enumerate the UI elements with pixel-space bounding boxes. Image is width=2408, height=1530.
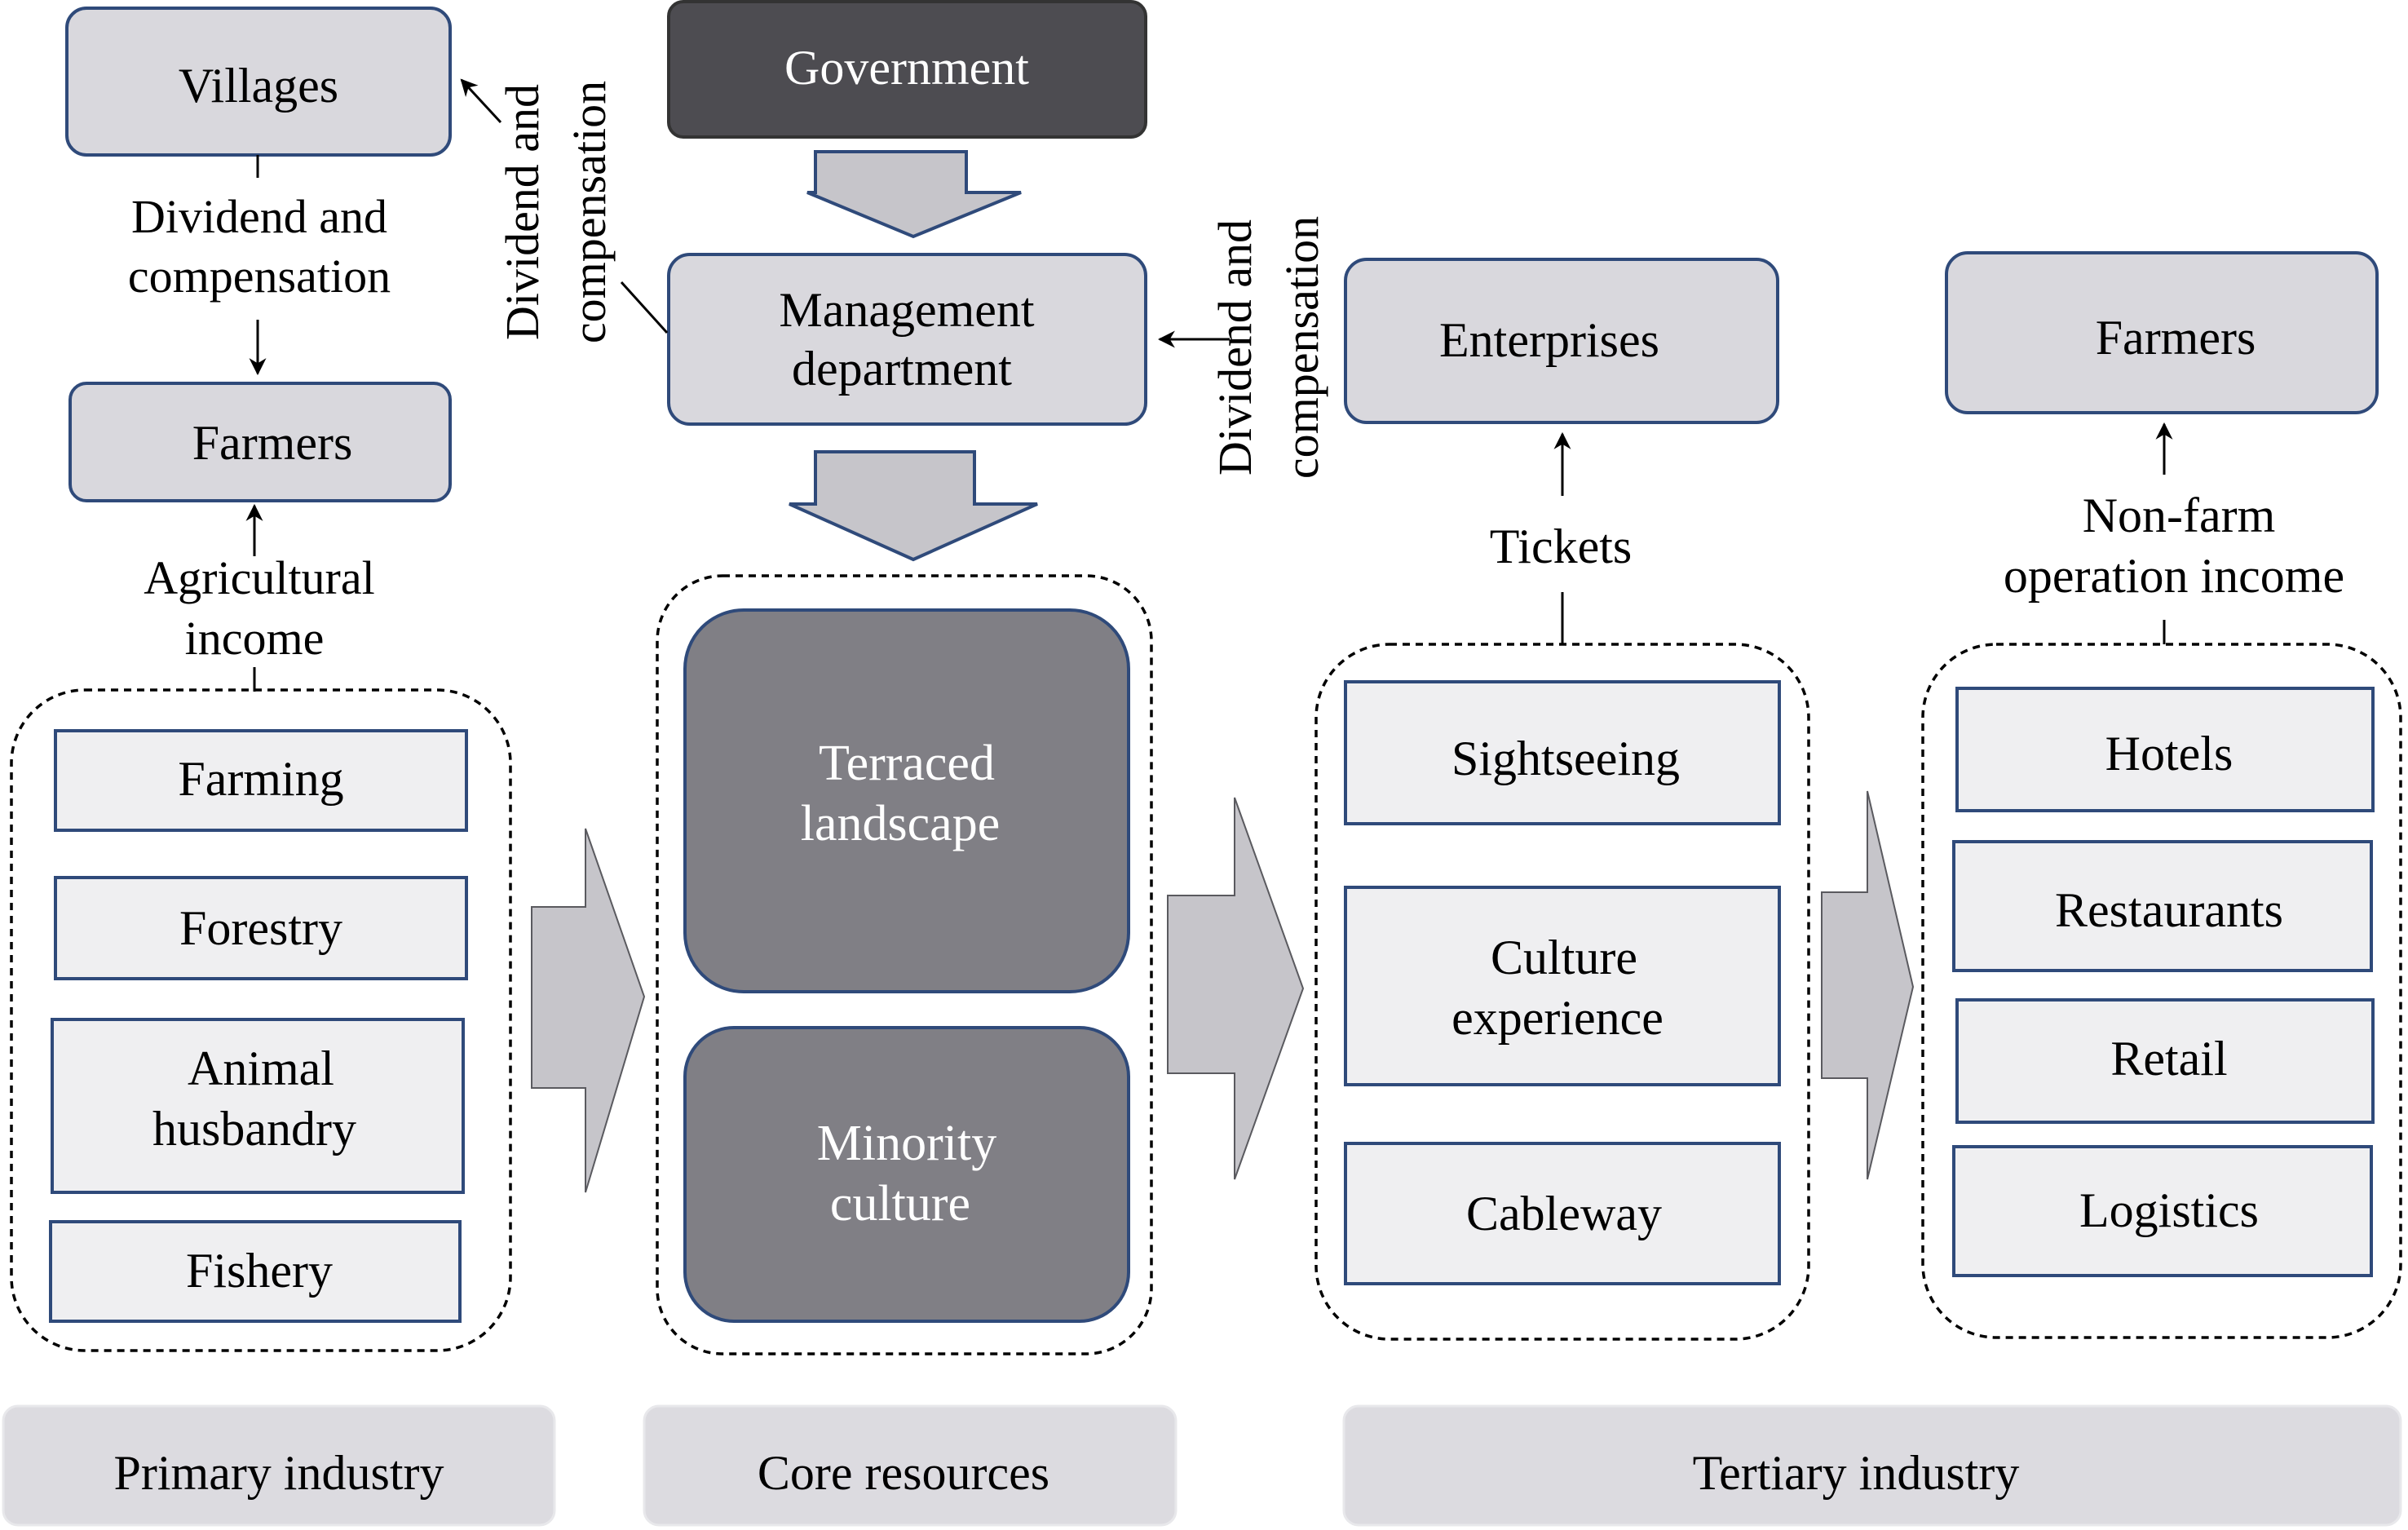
core-to-tertiary-arrow xyxy=(1167,797,1305,1180)
retail-box: Retail xyxy=(1955,998,2375,1124)
restaurants-box: Restaurants xyxy=(1952,840,2373,972)
minority-culture-box: Minority culture xyxy=(683,1026,1130,1323)
farmers-right-label: Farmers xyxy=(2096,311,2256,365)
arrow-to-villages xyxy=(460,78,502,124)
nonfarm-line1: Non-farm xyxy=(2083,489,2276,542)
culture-label-line2: experience xyxy=(1451,991,1664,1045)
enterprises-label: Enterprises xyxy=(1439,313,1659,367)
government-label: Government xyxy=(784,41,1029,95)
farmers-left-box: Farmers xyxy=(68,382,452,502)
sightseeing-box: Sightseeing xyxy=(1344,680,1781,825)
minority-label-line2: culture xyxy=(830,1176,970,1232)
terraced-label-line1: Terraced xyxy=(819,736,995,791)
tickets-label: Tickets xyxy=(1490,520,1633,573)
forestry-label: Forestry xyxy=(179,901,342,955)
farmers-left-label: Farmers xyxy=(192,416,353,470)
management-department-box: Management department xyxy=(667,253,1147,426)
dividend-left-line1: Dividend and xyxy=(131,190,387,243)
logistics-label: Logistics xyxy=(2079,1183,2259,1237)
dividend-rot-right-line2: compensation xyxy=(1275,216,1328,479)
management-label-line1: Management xyxy=(779,283,1035,337)
primary-group xyxy=(10,688,512,1352)
culture-label-line1: Culture xyxy=(1491,931,1637,984)
cableway-box: Cableway xyxy=(1344,1142,1781,1285)
sightseeing-label: Sightseeing xyxy=(1451,732,1680,785)
cableway-label: Cableway xyxy=(1466,1187,1662,1240)
primary-to-core-arrow xyxy=(531,828,646,1193)
hotels-label: Hotels xyxy=(2105,727,2233,780)
dividend-left-line2: compensation xyxy=(128,250,391,303)
footer-primary-label: Primary industry xyxy=(114,1446,444,1500)
footer-core-label: Core resources xyxy=(758,1446,1049,1500)
rotated-label-bg xyxy=(1230,179,1337,506)
footer-tertiary: Tertiary industry xyxy=(1342,1404,2402,1527)
enterprises-box: Enterprises xyxy=(1344,258,1779,424)
forestry-box: Forestry xyxy=(54,876,468,980)
farmers-right-box: Farmers xyxy=(1945,251,2379,414)
farming-box: Farming xyxy=(54,729,468,832)
villages-box: Villages xyxy=(65,7,452,157)
nonfarm-line2: operation income xyxy=(2004,549,2344,603)
restaurants-label: Restaurants xyxy=(2055,883,2283,937)
footer-core: Core resources xyxy=(643,1404,1177,1527)
dividend-rotated-left: Dividend and compensation xyxy=(496,81,616,343)
animal-label-line2: husbandry xyxy=(152,1102,356,1156)
fishery-box: Fishery xyxy=(49,1220,462,1323)
farming-label: Farming xyxy=(178,752,343,806)
animal-husbandry-box: Animal husbandry xyxy=(51,1018,465,1194)
tertiary-to-services-arrow xyxy=(1821,790,1915,1180)
agri-income-line1: Agricultural xyxy=(144,551,374,604)
government-box: Government xyxy=(667,0,1147,139)
hotels-box: Hotels xyxy=(1955,687,2375,812)
fishery-label: Fishery xyxy=(186,1244,333,1298)
culture-experience-box: Culture experience xyxy=(1344,886,1781,1086)
logistics-box: Logistics xyxy=(1952,1145,2373,1277)
footer-tertiary-label: Tertiary industry xyxy=(1693,1446,2020,1500)
animal-label-line1: Animal xyxy=(188,1041,334,1095)
dividend-rot-right-line1: Dividend and xyxy=(1208,219,1261,475)
gov-to-mgmt-arrow xyxy=(806,150,1022,239)
villages-label: Villages xyxy=(179,59,338,113)
dividend-rot-left-line2: compensation xyxy=(563,81,616,343)
dividend-rotated-right: Dividend and compensation xyxy=(1208,216,1328,479)
mgmt-to-core-arrow xyxy=(789,450,1038,562)
footer-primary: Primary industry xyxy=(2,1404,556,1527)
agri-income-line2: income xyxy=(185,612,325,665)
terraced-label-line2: landscape xyxy=(801,796,1000,851)
management-label-line2: department xyxy=(792,342,1012,396)
retail-label: Retail xyxy=(2110,1032,2227,1086)
core-group xyxy=(656,574,1153,1355)
terraced-landscape-box: Terraced landscape xyxy=(683,608,1130,993)
minority-label-line1: Minority xyxy=(817,1116,996,1171)
dividend-rot-left-line1: Dividend and xyxy=(496,84,549,340)
mgmt-to-label-line xyxy=(620,281,669,334)
services-group xyxy=(1921,643,2402,1339)
